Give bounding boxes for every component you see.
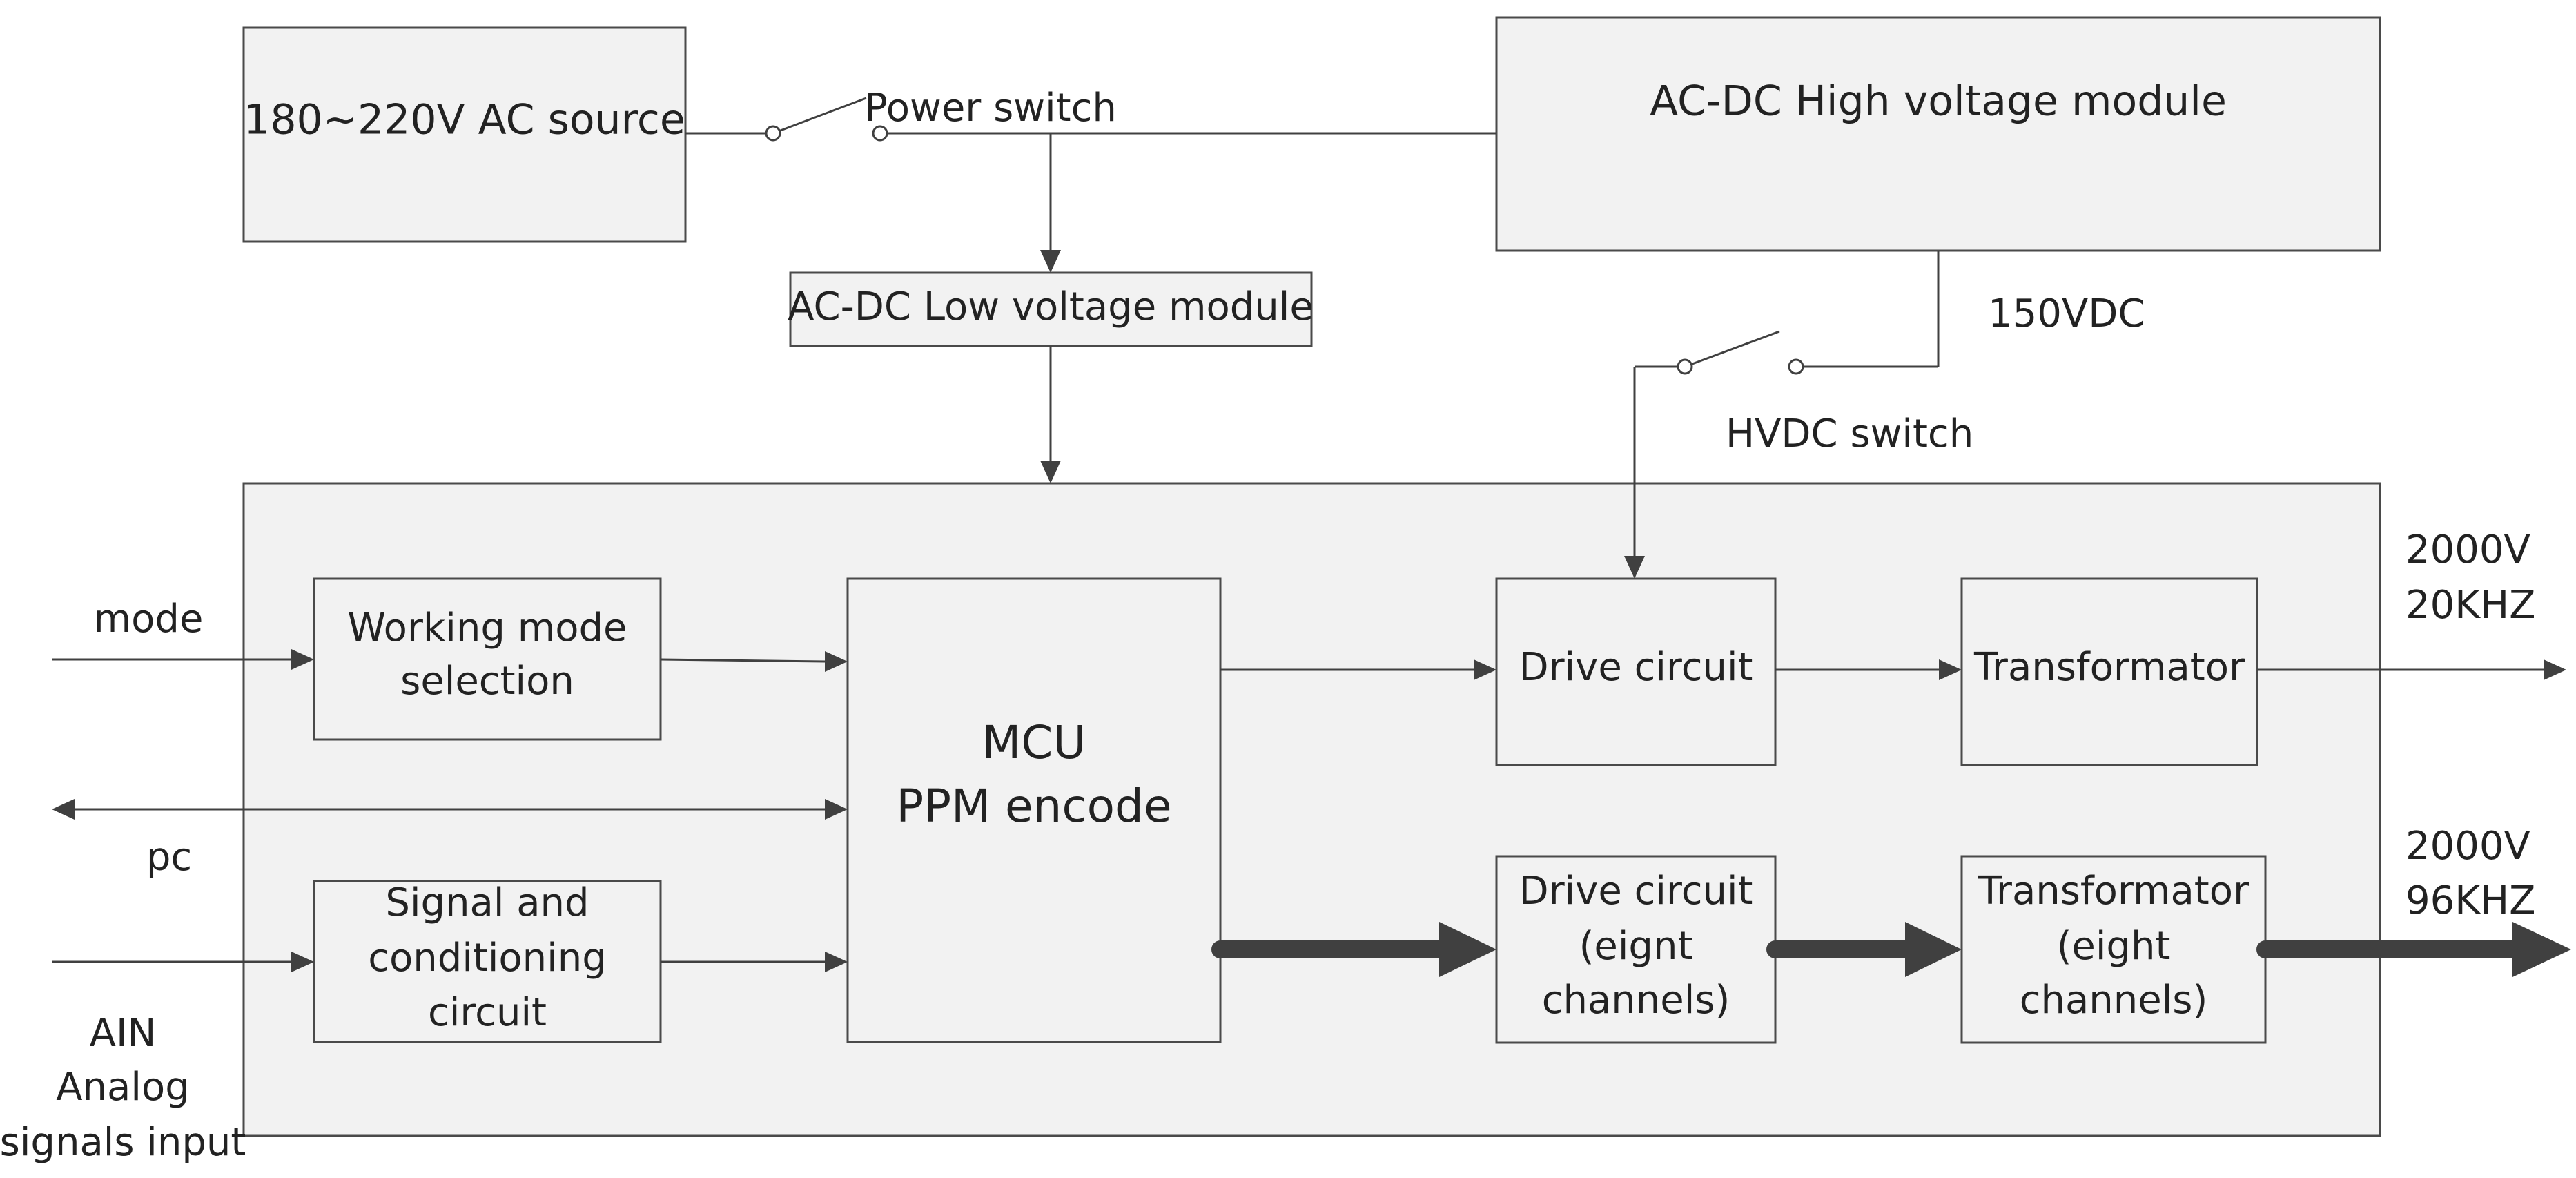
signal-conditioning-label-2: conditioning — [368, 936, 607, 981]
mode-input-arrowhead — [291, 649, 314, 670]
mode-to-mcu-arrowhead — [825, 651, 848, 672]
mcu-label-1: MCU — [982, 716, 1086, 769]
mcu-box — [846, 577, 1222, 1043]
signal-conditioning-box — [313, 880, 662, 1043]
out-96k-label-1: 2000V — [2406, 824, 2530, 869]
hvdc-to-drive-arrowhead — [1624, 556, 1645, 579]
power-switch-contact-left — [765, 125, 781, 142]
ain-input-arrowhead — [291, 952, 314, 972]
pc-right-arrowhead — [825, 799, 848, 820]
vdc-label: 150VDC — [1988, 291, 2145, 336]
ain-label-1: AIN — [90, 1011, 157, 1056]
transformator-label: Transformator — [1973, 645, 2245, 690]
power-switch-blade — [772, 97, 867, 135]
hv-module-label: AC-DC High voltage module — [1650, 77, 2227, 126]
mcu-label-2: PPM encode — [896, 780, 1171, 833]
transformator-8ch-label-3: channels) — [2020, 978, 2208, 1023]
pc-label: pc — [146, 835, 192, 880]
pc-left-arrowhead — [52, 799, 75, 820]
drive-circuit-box — [1495, 577, 1777, 766]
drive-circuit-8ch-label-2: (eignt — [1579, 924, 1693, 969]
ac-source-box — [242, 26, 687, 243]
drive-circuit-label: Drive circuit — [1519, 645, 1753, 690]
lv-module-box — [789, 271, 1313, 347]
power-to-lv-arrowhead — [1040, 250, 1061, 273]
hvdc-switch-blade — [1684, 330, 1780, 368]
mcu-to-drive8-bus-arrowhead — [1439, 922, 1496, 977]
ain-label-3: signals input — [0, 1120, 246, 1165]
working-mode-label-1: Working mode — [347, 606, 627, 650]
working-mode-box — [313, 577, 662, 741]
hvdc-switch-contact-left — [1677, 358, 1693, 375]
transformator-8ch-label-2: (eight — [2057, 924, 2171, 969]
mode-label: mode — [94, 597, 204, 641]
power-switch-label: Power switch — [864, 86, 1117, 131]
out-20k-label-1: 2000V — [2406, 528, 2530, 572]
out-96k-label-2: 96KHZ — [2406, 878, 2535, 923]
signal-conditioning-label-1: Signal and — [385, 880, 589, 925]
drive-circuit-8ch-label-3: channels) — [1542, 978, 1730, 1023]
hvdc-switch-label: HVDC switch — [1726, 412, 1973, 456]
drive8-to-transformator8-bus-arrowhead — [1905, 922, 1962, 977]
mode-to-mcu-wire — [660, 658, 826, 663]
lv-module-label: AC-DC Low voltage module — [788, 284, 1314, 329]
out-20k-label-2: 20KHZ — [2406, 583, 2535, 628]
lv-to-board-arrowhead — [1040, 461, 1061, 483]
ac-source-label: 180~220V AC source — [244, 96, 685, 144]
mcu-to-drive-arrowhead — [1474, 659, 1496, 680]
transformator8-output-bus-arrowhead — [2512, 922, 2571, 977]
signal-conditioning-label-3: circuit — [428, 990, 547, 1035]
hvdc-switch-contact-right — [1788, 358, 1804, 375]
drive-circuit-8ch-label-1: Drive circuit — [1519, 869, 1753, 914]
ain-label-2: Analog — [56, 1065, 189, 1110]
hv-module-box — [1495, 16, 2381, 252]
transformator-8ch-label-1: Transformator — [1978, 869, 2250, 914]
transformator-output-arrowhead — [2544, 659, 2566, 680]
signal-to-mcu-arrowhead — [825, 952, 848, 972]
working-mode-label-2: selection — [400, 659, 574, 704]
drive-to-transformator-arrowhead — [1939, 659, 1962, 680]
transformator-box — [1960, 577, 2258, 766]
transformator-8ch-box — [1960, 855, 2267, 1044]
